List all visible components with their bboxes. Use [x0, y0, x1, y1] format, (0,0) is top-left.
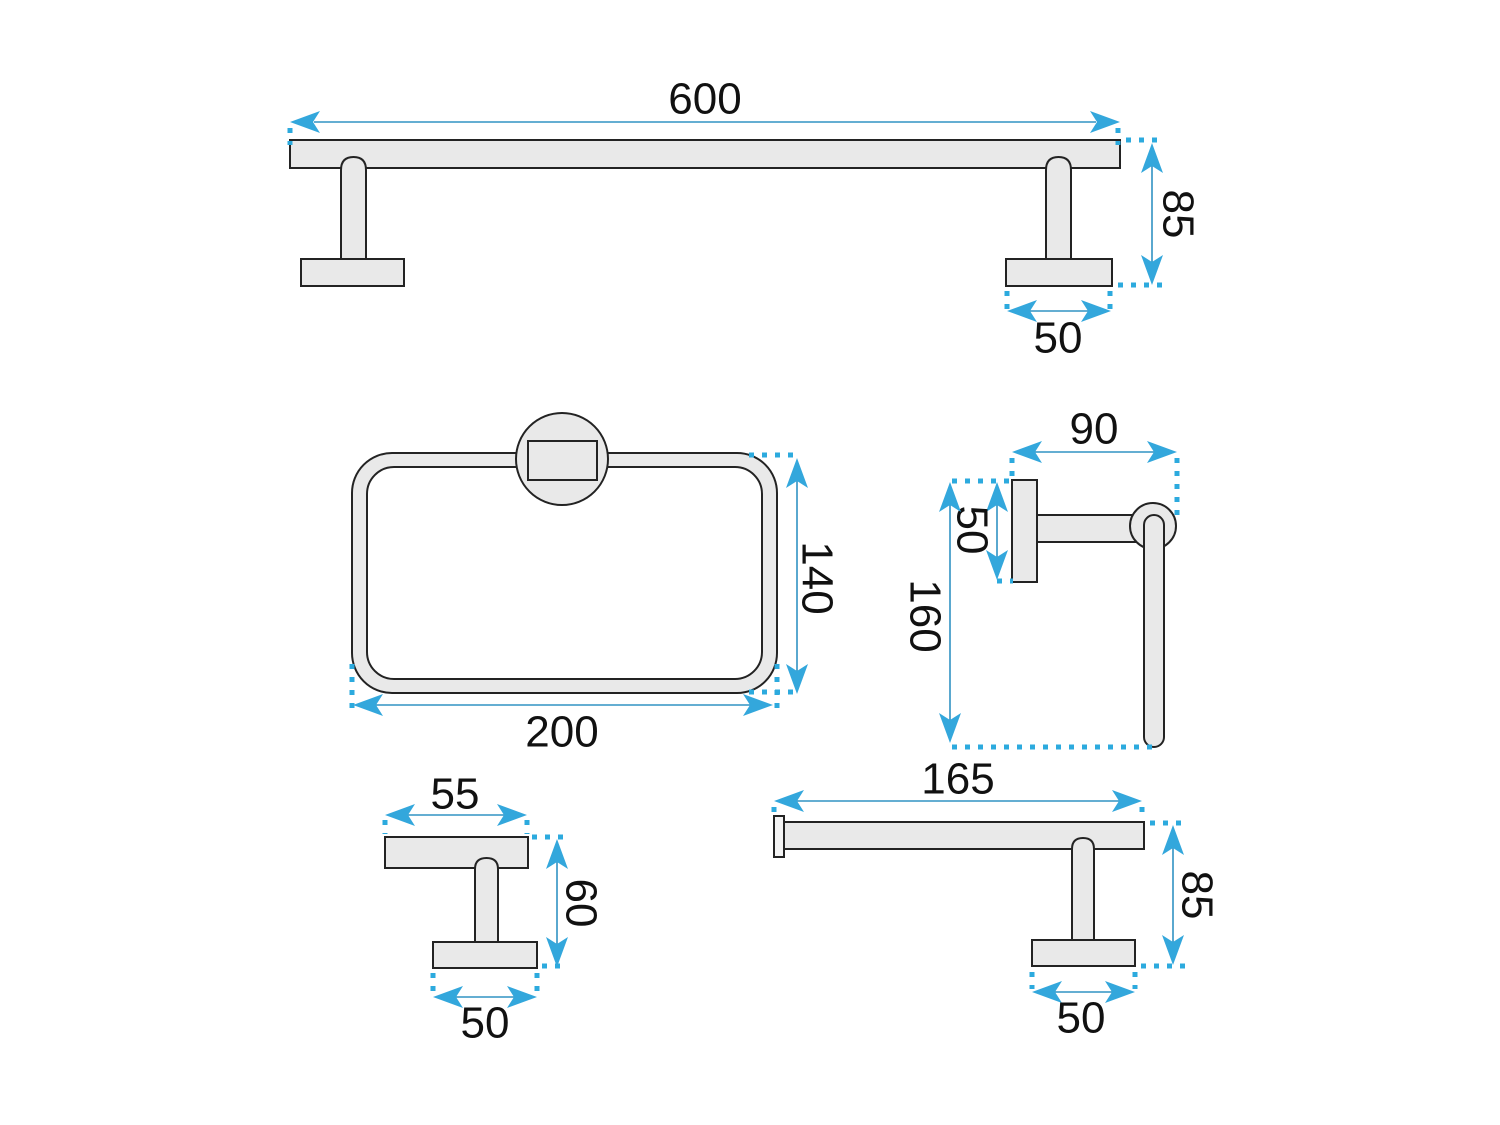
paper-holder-post	[1071, 836, 1095, 941]
arrow-right-icon	[1147, 441, 1177, 463]
arrow-down-icon	[1162, 935, 1184, 965]
towel-ring-width-label: 200	[525, 708, 598, 757]
arrow-left-icon	[1032, 981, 1062, 1003]
arrow-down-icon	[986, 550, 1008, 580]
robe-hook-figure: 55 60 50	[382, 770, 606, 1048]
paper-holder-base-label: 50	[1057, 994, 1106, 1043]
arrow-up-icon	[1141, 143, 1163, 173]
towel-bar-length-label: 600	[668, 75, 741, 124]
towel-hook-wall-plate	[1011, 479, 1038, 583]
arrow-down-icon	[939, 713, 961, 743]
towel-ring-figure: 140 200	[349, 412, 842, 757]
towel-bar-rail	[289, 139, 1121, 169]
arrow-up-icon	[786, 458, 808, 488]
towel-bar-left-base	[300, 258, 405, 287]
arrow-down-icon	[546, 937, 568, 967]
towel-bar-height-label: 85	[1154, 190, 1203, 239]
arrow-right-icon	[1090, 111, 1120, 133]
arrow-down-icon	[786, 664, 808, 694]
arrow-up-icon	[986, 482, 1008, 512]
towel-hook-rod	[1143, 514, 1165, 748]
paper-holder-height-label: 85	[1173, 871, 1222, 920]
arrow-up-icon	[939, 482, 961, 512]
arrow-up-icon	[546, 839, 568, 869]
towel-hook-figure: 90 50 160	[901, 405, 1180, 750]
arrow-left-icon	[433, 986, 463, 1008]
arrow-down-icon	[1141, 255, 1163, 285]
robe-hook-stem	[474, 856, 499, 943]
towel-bar-base-label: 50	[1034, 314, 1083, 363]
arrow-right-icon	[497, 804, 527, 826]
robe-hook-base	[432, 941, 538, 969]
towel-hook-width-label: 90	[1070, 405, 1119, 454]
arrow-up-icon	[1162, 825, 1184, 855]
towel-hook-arm	[1036, 514, 1138, 543]
arrow-right-icon	[743, 694, 773, 716]
robe-hook-top-label: 55	[431, 770, 480, 819]
arrow-left-icon	[353, 694, 383, 716]
arrow-left-icon	[1012, 441, 1042, 463]
arrow-left-icon	[774, 790, 804, 812]
paper-holder-figure: 165 85 50	[771, 755, 1222, 1043]
arrow-left-icon	[385, 804, 415, 826]
paper-holder-end-cap	[773, 815, 785, 858]
towel-hook-plate-label: 50	[948, 506, 997, 555]
paper-holder-length-label: 165	[921, 755, 994, 804]
arrow-right-icon	[1081, 300, 1111, 322]
arrow-left-icon	[290, 111, 320, 133]
robe-hook-height-label: 60	[557, 879, 606, 928]
towel-hook-height-label: 160	[901, 579, 950, 652]
towel-ring-mount-plate	[527, 440, 598, 481]
arrow-right-icon	[507, 986, 537, 1008]
arrow-right-icon	[1112, 790, 1142, 812]
towel-bar-figure: 600 85 50	[287, 75, 1203, 363]
arrow-right-icon	[1105, 981, 1135, 1003]
robe-hook-top-plate	[384, 836, 529, 869]
towel-bar-right-post	[1045, 155, 1072, 260]
towel-bar-left-post	[340, 155, 367, 260]
towel-ring-height-label: 140	[793, 541, 842, 614]
paper-holder-base	[1031, 939, 1136, 967]
robe-hook-base-label: 50	[461, 999, 510, 1048]
arrow-left-icon	[1007, 300, 1037, 322]
towel-bar-right-base	[1005, 258, 1113, 287]
